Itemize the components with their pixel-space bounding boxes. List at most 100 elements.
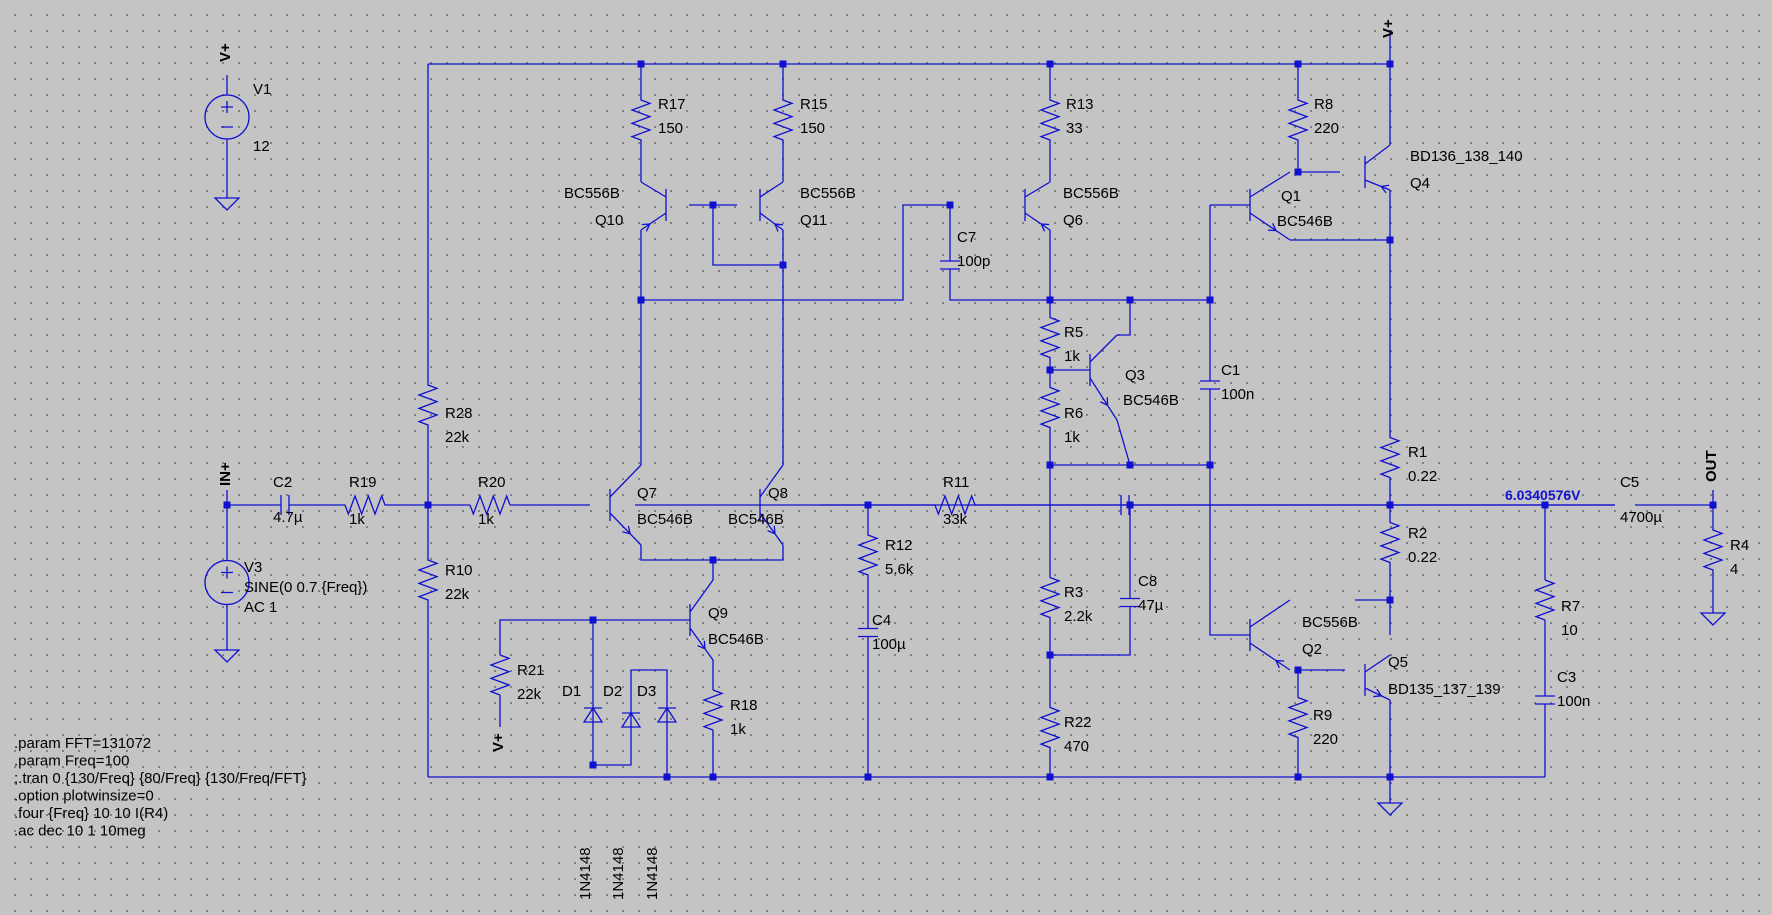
wire	[592, 730, 632, 766]
wire	[630, 669, 668, 700]
probe-voltage: 6.0340576V	[1505, 487, 1581, 503]
resistor-r7[interactable]	[1534, 579, 1556, 621]
ground-icon	[1376, 795, 1404, 816]
q7-value: BC546B	[637, 511, 693, 528]
resistor-r2[interactable]	[1379, 520, 1401, 565]
transistor-q6[interactable]	[1024, 181, 1051, 232]
q1-label: Q1	[1281, 188, 1301, 205]
resistor-r3[interactable]	[1039, 575, 1061, 620]
junction-dot	[1386, 596, 1394, 604]
resistor-r17[interactable]	[630, 85, 652, 155]
transistor-q1[interactable]	[1249, 171, 1291, 241]
c5-value: 4700µ	[1620, 509, 1662, 526]
junction-dot	[637, 296, 645, 304]
components	[204, 85, 1727, 816]
resistor-r13[interactable]	[1039, 85, 1061, 155]
voltage-source-v3[interactable]	[204, 535, 250, 630]
r5-label: R5	[1064, 324, 1083, 341]
transistor-q10[interactable]	[640, 181, 667, 232]
junction-dot	[1046, 366, 1054, 374]
voltage-source-v1[interactable]	[204, 92, 250, 142]
d2-label: D2	[603, 683, 622, 700]
r10-value: 22k	[445, 586, 470, 603]
r7-value: 10	[1561, 622, 1578, 639]
transistor-q2[interactable]	[1249, 599, 1291, 671]
resistor-r15[interactable]	[772, 85, 794, 155]
resistor-r4[interactable]	[1702, 525, 1724, 575]
d1-value: 1N4148	[577, 847, 594, 900]
r7-label: R7	[1561, 598, 1580, 615]
r9-value: 220	[1313, 731, 1338, 748]
junction-dot	[1294, 773, 1302, 781]
r2-value: 0.22	[1408, 549, 1437, 566]
transistor-q3[interactable]	[1089, 334, 1118, 421]
junction-dot	[1126, 296, 1134, 304]
capacitor-c3[interactable]	[1535, 680, 1555, 720]
v3-value: SINE(0 0.7 {Freq})	[244, 579, 367, 596]
resistor-r1[interactable]	[1379, 435, 1401, 480]
resistor-r8[interactable]	[1287, 85, 1309, 155]
r17-value: 150	[658, 120, 683, 137]
transistor-q7[interactable]	[609, 464, 642, 546]
r19-value: 1k	[349, 511, 365, 528]
junction-dot	[1709, 501, 1717, 509]
resistor-r5[interactable]	[1039, 315, 1061, 360]
q8-label: Q8	[768, 485, 788, 502]
r28-label: R28	[445, 405, 473, 422]
resistor-r6[interactable]	[1039, 385, 1061, 430]
junction-dot	[709, 201, 717, 209]
resistor-r9[interactable]	[1287, 695, 1309, 740]
capacitor-c1[interactable]	[1200, 375, 1220, 395]
resistor-r22[interactable]	[1039, 705, 1061, 750]
q6-value: BC556B	[1063, 185, 1119, 202]
resistor-r19[interactable]	[325, 494, 405, 516]
capacitor-c5[interactable]	[635, 495, 1615, 515]
c2-value: 4.7µ	[273, 509, 303, 526]
transistor-q11[interactable]	[759, 181, 784, 232]
transistor-q4[interactable]	[1364, 144, 1391, 194]
capacitor-c4[interactable]	[858, 615, 878, 650]
c3-label: C3	[1557, 669, 1576, 686]
r3-label: R3	[1064, 584, 1083, 601]
v1-label: V1	[253, 81, 271, 98]
r1-label: R1	[1408, 444, 1427, 461]
junction-dot	[709, 556, 717, 564]
v3-value2: AC 1	[244, 599, 277, 616]
diode-d1[interactable]	[582, 700, 604, 730]
resistor-r12[interactable]	[857, 530, 879, 580]
r1-value: 0.22	[1408, 468, 1437, 485]
spice-directive: .option plotwinsize=0	[14, 788, 154, 805]
r13-label: R13	[1066, 96, 1094, 113]
wire	[1049, 620, 1131, 656]
q6-label: Q6	[1063, 212, 1083, 229]
diode-d2[interactable]	[620, 700, 642, 740]
vplus-net-label-r21: V+	[490, 733, 507, 752]
c7-label: C7	[957, 229, 976, 246]
c4-value: 100µ	[872, 636, 906, 653]
capacitor-c2[interactable]	[270, 495, 300, 515]
spice-directive: .ac dec 10 1 10meg	[14, 823, 146, 840]
resistor-r18[interactable]	[702, 689, 724, 731]
transistor-q9[interactable]	[689, 579, 714, 661]
c7-value: 100p	[957, 253, 990, 270]
junction-dot	[1206, 461, 1214, 469]
transistor-q5[interactable]	[1364, 654, 1391, 701]
resistor-r20[interactable]	[469, 494, 511, 516]
junction-dot	[424, 501, 432, 509]
r18-label: R18	[730, 697, 758, 714]
resistor-r21[interactable]	[489, 654, 511, 696]
diode-d3[interactable]	[656, 700, 678, 730]
resistor-r28[interactable]	[417, 380, 439, 430]
junction-dot	[779, 261, 787, 269]
r2-label: R2	[1408, 525, 1427, 542]
junction-dot	[589, 616, 597, 624]
resistor-r10[interactable]	[417, 555, 439, 605]
r18-value: 1k	[730, 721, 746, 738]
junction-dot	[1386, 773, 1394, 781]
capacitor-c8[interactable]	[1120, 585, 1140, 620]
r22-value: 470	[1064, 738, 1089, 755]
capacitor-c7[interactable]	[940, 250, 960, 280]
q8-value: BC546B	[728, 511, 784, 528]
wire	[499, 619, 690, 655]
